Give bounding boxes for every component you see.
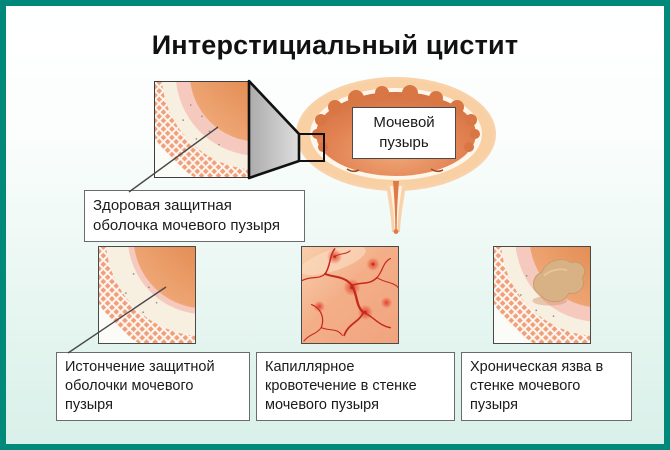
chronic-ulcer-image — [493, 246, 591, 344]
bladder-label-line2: пузырь — [379, 133, 429, 151]
bladder-label-line1: Мочевой — [373, 114, 435, 131]
capillary-bleeding-label: Капиллярное кровотечение в стенке мочево… — [256, 352, 455, 422]
capillary-bleeding-image — [301, 246, 399, 344]
page-title: Интерстициальный цистит — [151, 30, 519, 60]
magnifier-funnel — [247, 79, 325, 180]
thinned-layer-image — [98, 246, 196, 344]
chronic-ulcer-label: Хроническая язва в стенке мочевого пузыр… — [461, 352, 632, 422]
thinned-layer-label: Истончение защитной оболочки мочевого пу… — [56, 352, 250, 422]
healthy-layer-label: Здоровая защитная оболочка мочевого пузы… — [84, 190, 305, 242]
bladder-label: Мочевой пузырь — [352, 107, 456, 159]
healthy-wall-detail-image — [154, 81, 250, 178]
